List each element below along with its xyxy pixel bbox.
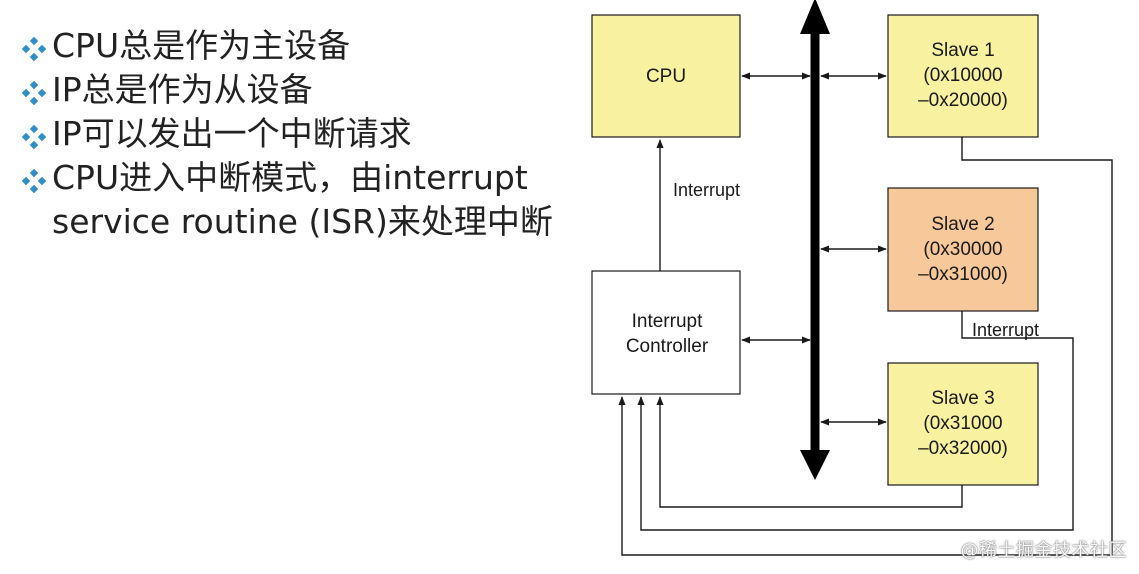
interrupt-controller-line-2: Controller bbox=[626, 336, 709, 357]
diamond-bullet-icon bbox=[22, 169, 46, 193]
slave-3-range-end: –0x32000) bbox=[918, 438, 1008, 459]
slave-2-range-end: –0x31000) bbox=[918, 264, 1008, 285]
interrupt-label-slave-2: Interrupt bbox=[972, 320, 1039, 340]
interrupt-label-cpu: Interrupt bbox=[673, 180, 740, 200]
slave-3-range-start: (0x31000 bbox=[923, 413, 1002, 434]
bullet-text: IP总是作为从设备 bbox=[52, 70, 313, 109]
bullet-text: CPU进入中断模式，由interrupt service routine (IS… bbox=[52, 158, 553, 241]
diamond-bullet-icon bbox=[22, 125, 46, 149]
slave-1-range-start: (0x10000 bbox=[923, 65, 1002, 86]
interrupt-controller-box: Interrupt Controller bbox=[591, 270, 741, 395]
slave-3-name: Slave 3 bbox=[931, 388, 994, 409]
slave-1-name: Slave 1 bbox=[931, 40, 994, 61]
bullet-item: CPU总是作为主设备 bbox=[22, 24, 582, 68]
slave-1-range-end: –0x20000) bbox=[918, 90, 1008, 111]
cpu-label: CPU bbox=[646, 66, 686, 87]
diamond-bullet-icon bbox=[22, 81, 46, 105]
slave-2-name: Slave 2 bbox=[931, 214, 994, 235]
bullet-item: IP总是作为从设备 bbox=[22, 68, 582, 112]
watermark: @稀土掘金技术社区 bbox=[960, 540, 1127, 561]
slave-1-interrupt-wire bbox=[618, 137, 1113, 556]
diamond-bullet-icon bbox=[22, 37, 46, 61]
slave-3-interrupt-wire bbox=[656, 396, 963, 508]
system-bus bbox=[800, 0, 830, 480]
bullet-list: CPU总是作为主设备 IP总是作为从设备 bbox=[22, 24, 582, 244]
bullet-item: IP可以发出一个中断请求 bbox=[22, 112, 582, 156]
bullet-text: CPU总是作为主设备 bbox=[52, 26, 351, 65]
cpu-box: CPU bbox=[591, 14, 741, 138]
bullet-item: CPU进入中断模式，由interrupt service routine (IS… bbox=[22, 156, 582, 244]
slave-2-box: Slave 2 (0x30000 –0x31000) bbox=[887, 187, 1039, 312]
slave-3-box: Slave 3 (0x31000 –0x32000) bbox=[887, 362, 1039, 486]
slave-2-interrupt-wire bbox=[637, 311, 1074, 531]
bullet-text: IP可以发出一个中断请求 bbox=[52, 114, 412, 153]
slave-1-box: Slave 1 (0x10000 –0x20000) bbox=[887, 14, 1039, 138]
interrupt-controller-line-1: Interrupt bbox=[632, 311, 703, 332]
slave-2-range-start: (0x30000 bbox=[923, 239, 1002, 260]
